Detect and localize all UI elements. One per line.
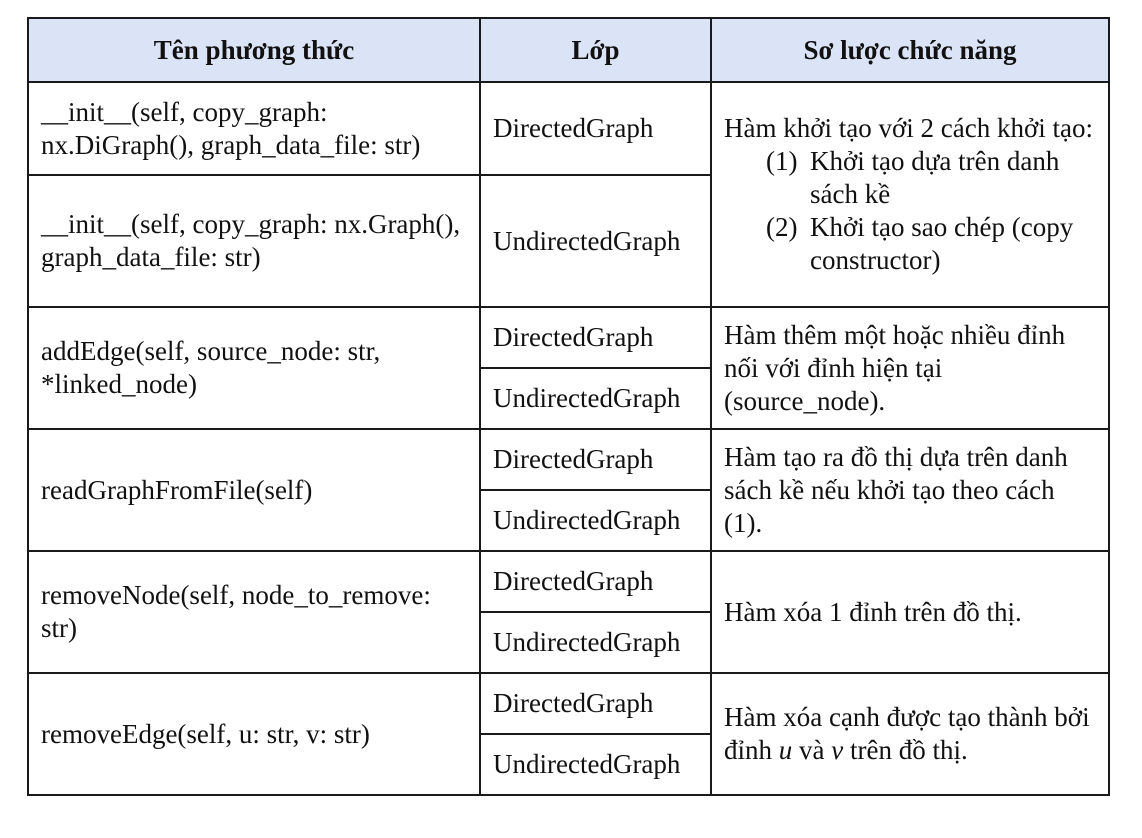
class-cell: UndirectedGraph [479,611,712,674]
methods-table: Tên phương thức Lớp Sơ lược chức năng __… [27,17,1110,796]
description-cell: Hàm xóa 1 đỉnh trên đồ thị. [710,550,1110,674]
method-cell: __init__(self, copy_graph: nx.Graph(), g… [27,174,481,308]
header-method: Tên phương thức [27,17,481,83]
remove-edge-desc-mid: và [792,735,832,765]
header-class: Lớp [479,17,712,83]
list-item-number: (2) [766,212,798,242]
init-desc-intro: Hàm khởi tạo với 2 cách khởi tạo: [724,113,1093,143]
description-cell: Hàm xóa cạnh được tạo thành bởi đỉnh u v… [710,672,1110,796]
class-cell: DirectedGraph [479,672,712,735]
remove-edge-desc-post: trên đồ thị. [843,735,968,765]
var-u: u [778,735,793,765]
description-cell: Hàm khởi tạo với 2 cách khởi tạo: (1) Kh… [710,81,1110,308]
table-row: UndirectedGraph [28,367,1109,430]
class-cell: UndirectedGraph [479,174,712,308]
table-row: removeNode(self, node_to_remove: str) Di… [27,550,1110,674]
table-row: removeEdge(self, u: str, v: str) Directe… [27,672,1110,796]
table-row: UndirectedGraph [28,611,1109,674]
list-item-number: (1) [766,146,798,176]
class-cell: UndirectedGraph [479,733,712,796]
method-cell: readGraphFromFile(self) [27,428,481,552]
var-v: v [831,735,844,765]
table-row: addEdge(self, source_node: str, *linked_… [27,306,1110,430]
init-desc-list: (1) Khởi tạo dựa trên danh sách kề (2) K… [724,145,1096,277]
list-item-text: Khởi tạo sao chép (copy constructor) [810,212,1074,275]
table-row: __init__(self, copy_graph: nx.DiGraph(),… [27,81,1110,308]
class-cell: UndirectedGraph [479,367,712,430]
table-row: UndirectedGraph [28,489,1109,552]
class-cell: DirectedGraph [479,550,712,613]
class-cell: UndirectedGraph [479,489,712,552]
method-cell: __init__(self, copy_graph: nx.DiGraph(),… [27,81,481,176]
list-item: (1) Khởi tạo dựa trên danh sách kề [766,145,1096,211]
header-description: Sơ lược chức năng [710,17,1110,83]
method-cell: removeEdge(self, u: str, v: str) [27,672,481,796]
class-cell: DirectedGraph [479,81,712,176]
method-cell: addEdge(self, source_node: str, *linked_… [27,306,481,430]
table-row: UndirectedGraph [28,733,1109,796]
method-cell: removeNode(self, node_to_remove: str) [27,550,481,674]
list-item: (2) Khởi tạo sao chép (copy constructor) [766,211,1096,277]
table-row: __init__(self, copy_graph: nx.Graph(), g… [27,174,1109,308]
class-cell: DirectedGraph [479,306,712,369]
list-item-text: Khởi tạo dựa trên danh sách kề [810,146,1060,209]
description-cell: Hàm tạo ra đồ thị dựa trên danh sách kề … [710,428,1110,552]
description-cell: Hàm thêm một hoặc nhiều đỉnh nối với đỉn… [710,306,1110,430]
class-cell: DirectedGraph [479,428,712,491]
header-row: Tên phương thức Lớp Sơ lược chức năng [27,17,1110,83]
table-row: readGraphFromFile(self) DirectedGraph Hà… [27,428,1110,552]
remove-edge-desc-pre: Hàm xóa cạnh được tạo thành bởi đỉnh [724,702,1090,765]
